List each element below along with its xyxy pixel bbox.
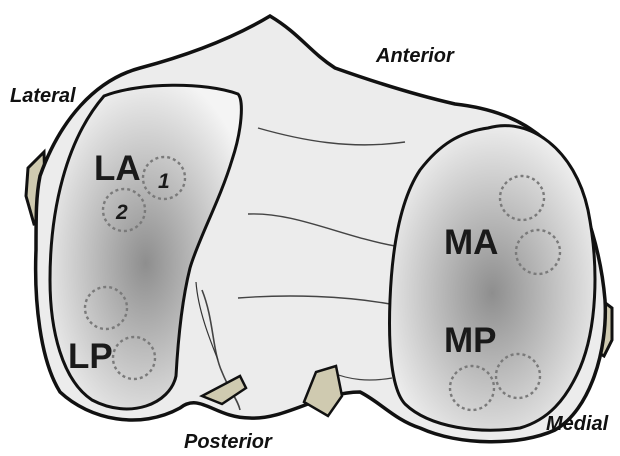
point-number-1: 1 (158, 170, 170, 193)
orientation-label-posterior: Posterior (184, 431, 273, 453)
region-label-ma: MA (444, 223, 498, 262)
point-number-2: 2 (115, 201, 128, 224)
region-label-mp: MP (444, 321, 497, 360)
orientation-label-lateral: Lateral (10, 85, 76, 107)
orientation-label-medial: Medial (546, 413, 609, 435)
region-label-lp: LP (68, 337, 113, 376)
medial-plateau (390, 126, 595, 431)
region-label-la: LA (94, 149, 141, 188)
orientation-label-anterior: Anterior (375, 45, 455, 67)
